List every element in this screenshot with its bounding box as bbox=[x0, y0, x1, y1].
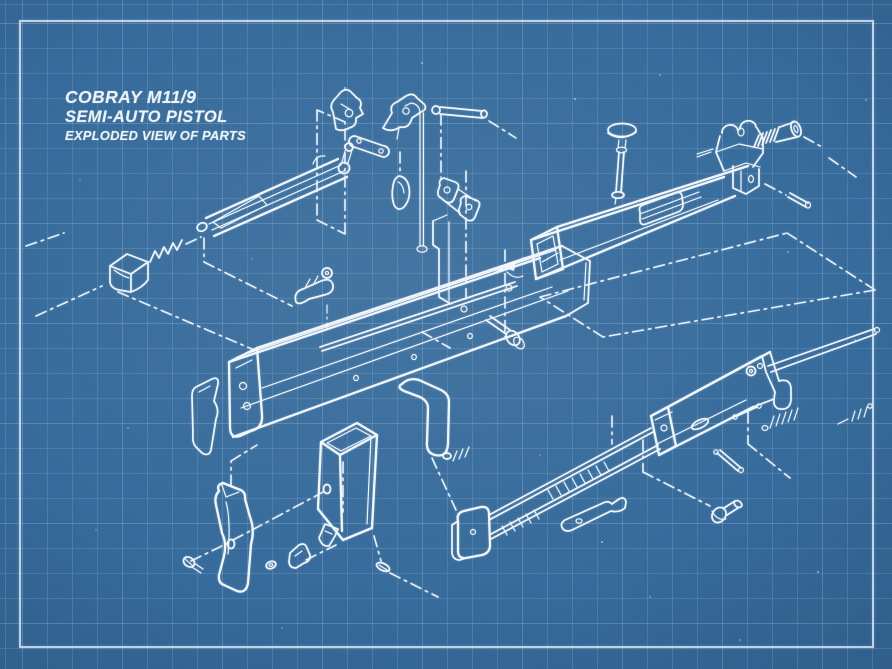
paper-texture bbox=[0, 0, 892, 669]
blueprint-canvas: COBRAY M11/9 SEMI-AUTO PISTOL EXPLODED V… bbox=[0, 0, 892, 669]
